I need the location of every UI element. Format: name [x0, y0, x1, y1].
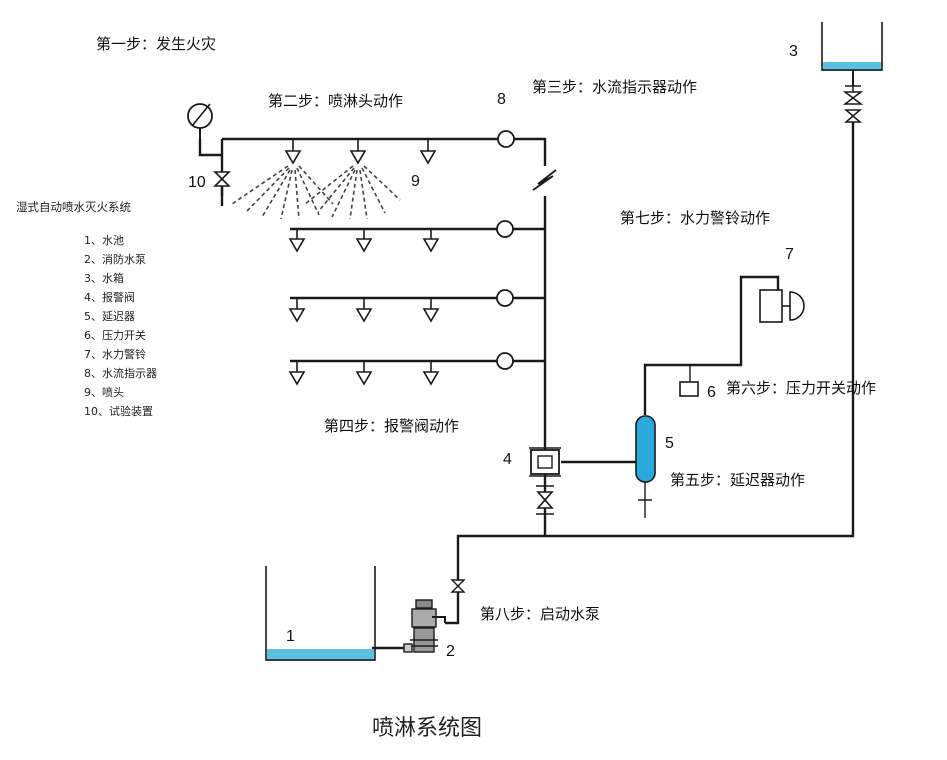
legend-item: 5、延迟器	[84, 310, 135, 323]
legend-item: 1、水池	[84, 234, 124, 247]
pump-supply-pipe	[445, 120, 855, 625]
legend-item: 6、压力开关	[84, 328, 146, 342]
number-7: 7	[785, 246, 794, 263]
main-riser-pipe	[514, 137, 547, 536]
alarm-bell-icon	[759, 289, 805, 323]
test-valve-icon	[213, 171, 231, 206]
diagram-caption: 喷淋系统图	[372, 716, 482, 741]
pipe-break-symbol	[532, 169, 557, 191]
water-spray-pattern	[231, 165, 401, 220]
number-2: 2	[446, 643, 455, 660]
pressure-switch-icon	[679, 381, 699, 397]
legend-title: 湿式自动喷水灭火系统	[16, 200, 131, 214]
legend-item: 9、喷头	[84, 386, 124, 399]
step-4-label: 第四步：报警阀动作	[324, 417, 459, 435]
legend-item: 3、水箱	[84, 271, 124, 285]
legend-item: 10、试验装置	[84, 404, 153, 418]
number-8: 8	[497, 91, 506, 108]
test-device-gauge-icon	[187, 103, 213, 139]
legend-item: 7、水力警铃	[84, 347, 146, 361]
number-10: 10	[188, 174, 206, 191]
bell-line-pipe	[643, 275, 780, 415]
water-pool	[265, 566, 376, 661]
legend-item: 2、消防水泵	[84, 252, 146, 266]
legend-item: 4、报警阀	[84, 290, 135, 304]
step-6-label: 第六步：压力开关动作	[726, 379, 876, 397]
number-5: 5	[665, 435, 674, 452]
legend-item: 8、水流指示器	[84, 366, 157, 380]
number-3: 3	[789, 43, 798, 60]
gate-valve-icon	[536, 485, 554, 515]
water-flow-indicators	[496, 130, 515, 370]
number-1: 1	[286, 628, 295, 645]
step-7-label: 第七步：水力警铃动作	[620, 209, 770, 227]
alarm-valve-icon	[529, 447, 561, 477]
step-8-label: 第八步：启动水泵	[480, 605, 600, 623]
retarder-icon	[635, 415, 656, 483]
number-9: 9	[411, 173, 420, 190]
number-4: 4	[503, 451, 512, 468]
step-3-label: 第三步：水流指示器动作	[532, 78, 697, 96]
branch-links	[513, 227, 545, 363]
number-6: 6	[707, 384, 716, 401]
retarder-drain	[638, 482, 652, 518]
top-branch-pipe	[198, 137, 498, 157]
pump-check-valve-icon	[450, 579, 466, 593]
tank-check-valve-icon	[842, 85, 864, 123]
step-1-label: 第一步：发生火灾	[96, 35, 216, 53]
sprinkler-heads	[284, 139, 440, 386]
fire-pump-icon	[403, 599, 446, 653]
legend: 湿式自动喷水灭火系统 1、水池 2、消防水泵 3、水箱 4、报警阀 5、延迟器 …	[16, 200, 157, 418]
roof-water-tank	[821, 22, 883, 86]
step-5-label: 第五步：延迟器动作	[670, 471, 805, 489]
step-2-label: 第二步：喷淋头动作	[268, 92, 403, 110]
